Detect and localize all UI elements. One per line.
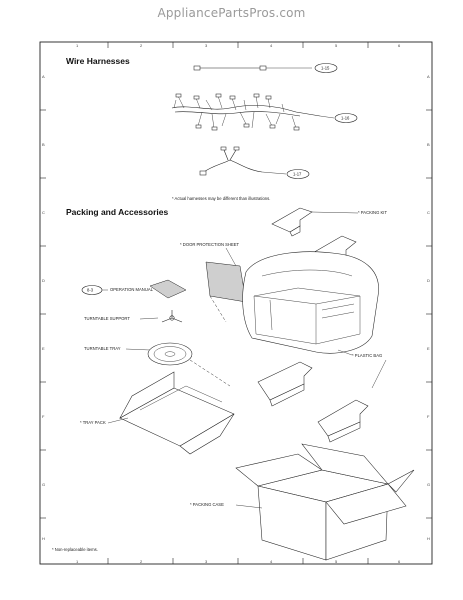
operation-manual-ref: 8-3 (87, 288, 94, 293)
grid-bottom-4: 4 (270, 559, 273, 564)
grid-right-E: E (427, 346, 430, 351)
door-protection-label: * DOOR PROTECTION SHEET (180, 242, 240, 247)
grid-bottom-2: 2 (140, 559, 143, 564)
tray-pack-label: * TRAY PACK (80, 420, 106, 425)
grid-bottom-1: 1 (76, 559, 79, 564)
grid-top-3: 3 (205, 43, 208, 48)
grid-top-4: 4 (270, 43, 273, 48)
grid-left-C: C (42, 210, 45, 215)
grid-left-F: F (42, 414, 45, 419)
grid-top-1: 1 (76, 43, 79, 48)
packing-title: Packing and Accessories (66, 207, 168, 217)
ref-callout-1-15 (314, 63, 338, 73)
turntable-tray-label: TURNTABLE TRAY (84, 346, 121, 351)
grid-left-H: H (42, 536, 45, 541)
packing-case (235, 443, 415, 561)
harness-1-17: 1-17 (199, 146, 310, 179)
grid-labels: 1 2 3 4 5 6 1 2 3 4 5 6 A B C D E F G H … (42, 43, 430, 564)
grid-right-D: D (427, 278, 430, 283)
footnote: * Non-replaceable items. (52, 547, 98, 552)
operation-manual: 8-3 OPERATION MANUAL (81, 279, 187, 299)
packing-case-label: * PACKING CASE (190, 502, 224, 507)
grid-bottom-6: 6 (398, 559, 401, 564)
turntable-support-label: TURNTABLE SUPPORT (84, 316, 130, 321)
grid-left-B: B (42, 142, 45, 147)
grid-right-C: C (427, 210, 430, 215)
grid-top-2: 2 (140, 43, 143, 48)
microwave-in-bag (242, 251, 379, 354)
door-protection-sheet (205, 261, 247, 303)
grid-top-6: 6 (398, 43, 401, 48)
grid-left-D: D (42, 278, 45, 283)
harness-1-15: 1-15 (193, 63, 338, 73)
plastic-bag-label: * PLASTIC BAG (352, 353, 382, 358)
ref-1-16: 1-16 (341, 116, 350, 121)
ref-callout-1-17 (286, 169, 310, 179)
turntable-tray: TURNTABLE TRAY (84, 342, 193, 366)
grid-right-G: G (427, 482, 430, 487)
grid-left-G: G (42, 482, 45, 487)
grid-bottom-5: 5 (335, 559, 338, 564)
grid-right-H: H (427, 536, 430, 541)
sheet-border (39, 41, 433, 565)
harness-1-16: 1-16 (171, 93, 358, 131)
ref-callout-1-16 (334, 113, 358, 123)
grid-bottom-3: 3 (205, 559, 208, 564)
grid-left-E: E (42, 346, 45, 351)
grid-right-F: F (427, 414, 430, 419)
tray-pack (119, 371, 235, 455)
site-header[interactable]: AppliancePartsPros.com (157, 6, 306, 20)
operation-manual-label: OPERATION MANUAL (110, 287, 154, 292)
grid-right-A: A (427, 74, 430, 79)
grid-left-A: A (42, 74, 45, 79)
grid-right-B: B (427, 142, 430, 147)
turntable-support: TURNTABLE SUPPORT (84, 310, 183, 323)
harness-note: * Actual harnesses may be different than… (172, 196, 270, 201)
grid-ticks (40, 42, 432, 564)
packing-kit-bottom-pieces (257, 359, 387, 443)
ref-1-17: 1-17 (293, 172, 302, 177)
packing-kit-label: * PACKING KIT (358, 210, 387, 215)
ref-1-15: 1-15 (321, 66, 330, 71)
wire-harnesses-title: Wire Harnesses (66, 56, 130, 66)
grid-top-5: 5 (335, 43, 338, 48)
